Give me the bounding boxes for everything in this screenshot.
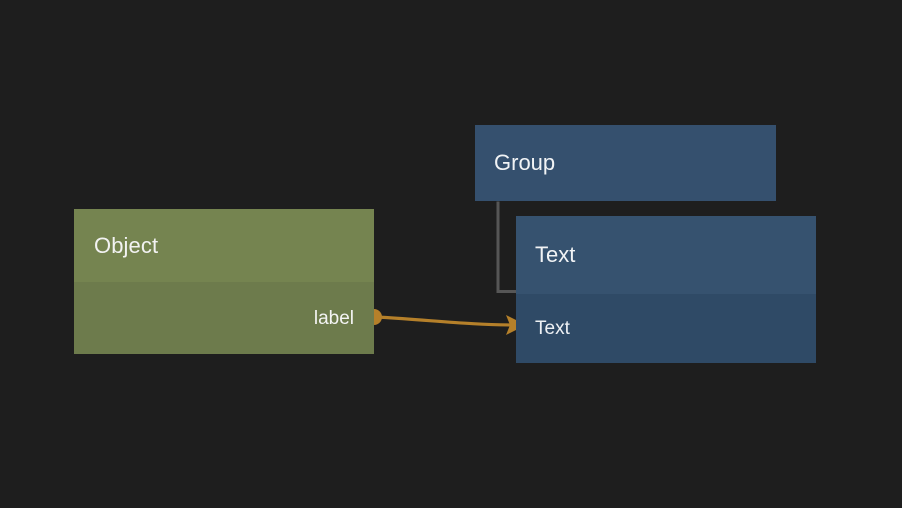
node-group[interactable]: Group	[475, 125, 776, 201]
containment-bracket-icon	[496, 201, 517, 293]
node-group-header[interactable]: Group	[475, 125, 776, 201]
node-object-title: Object	[94, 232, 159, 258]
node-object-port-label: label	[313, 307, 354, 329]
node-text-header[interactable]: Text	[516, 216, 816, 294]
node-object-body[interactable]: label	[74, 282, 374, 354]
node-text-body-label: Text	[535, 318, 570, 339]
node-text-header-label: Text	[535, 242, 576, 267]
node-text-body[interactable]: Text	[516, 294, 816, 363]
node-group-title: Group	[494, 150, 556, 175]
node-object-header[interactable]: Object	[74, 209, 374, 282]
edge-line[interactable]	[374, 315, 518, 327]
node-text[interactable]: Text Text	[516, 216, 816, 363]
node-object[interactable]: Object label	[74, 209, 374, 354]
